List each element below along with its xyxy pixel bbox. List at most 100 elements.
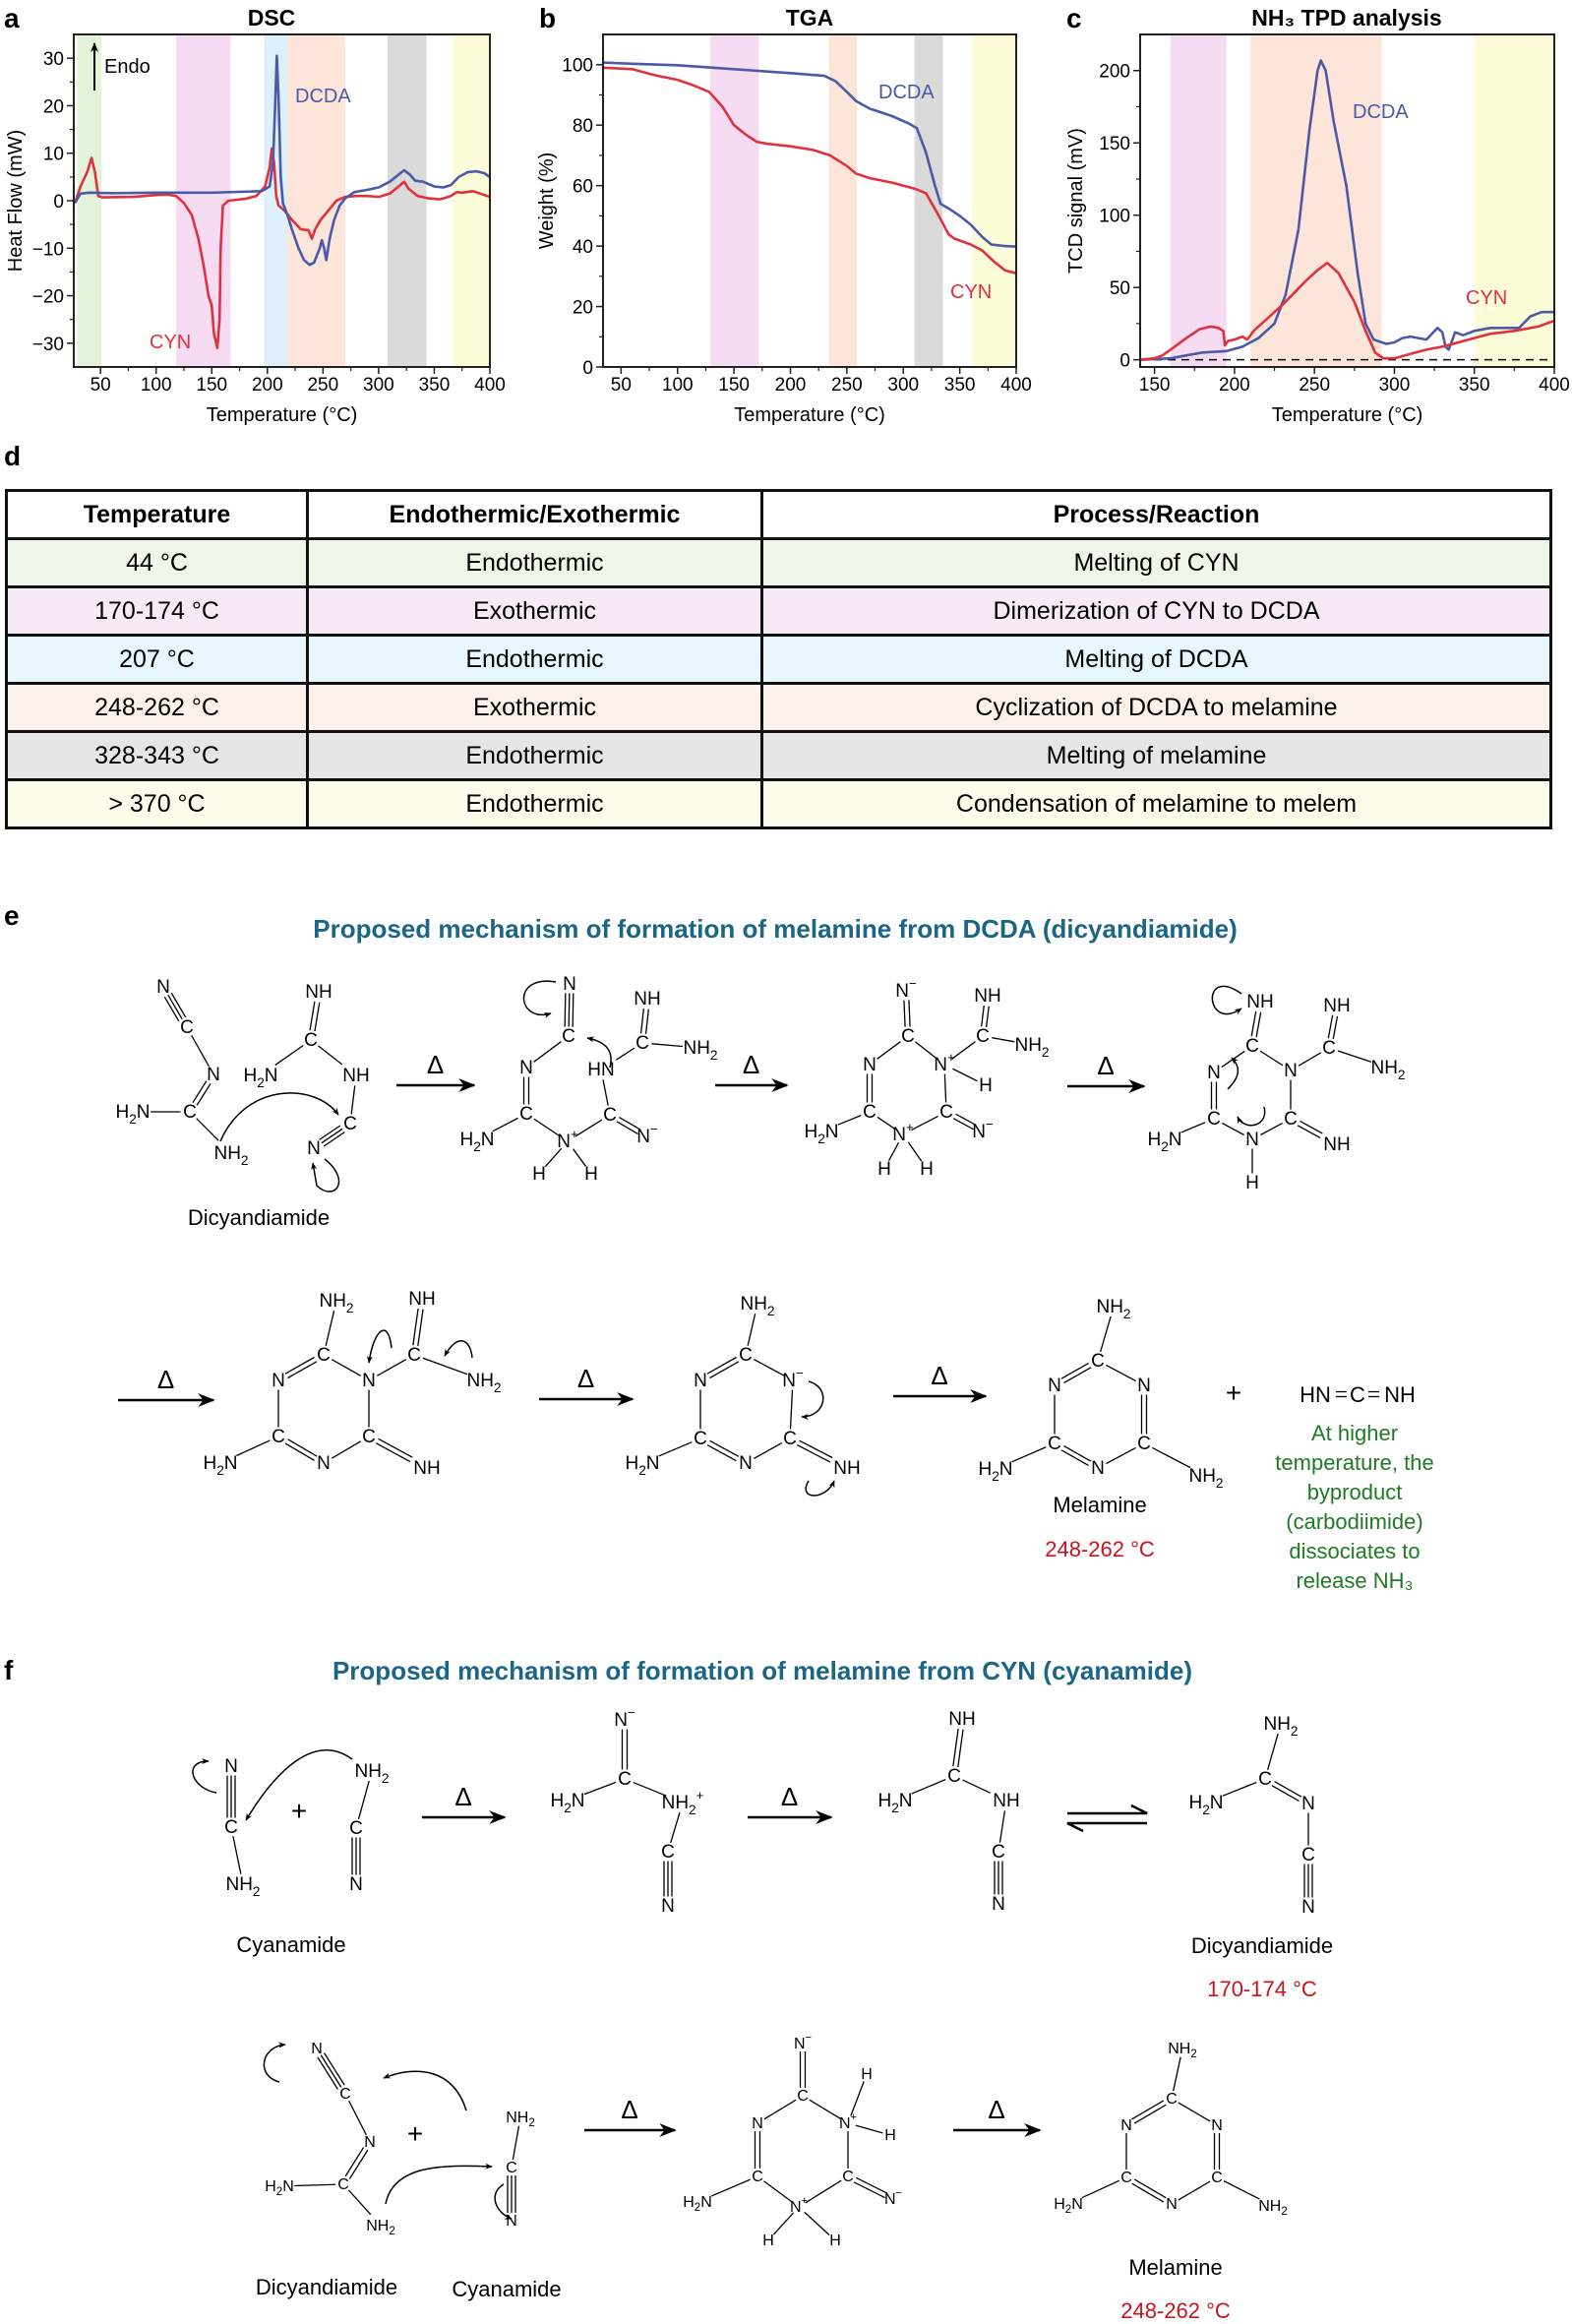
- electron-arrow-icon: [1237, 1106, 1266, 1127]
- bond: [544, 1147, 563, 1168]
- bond: [350, 1085, 356, 1115]
- y-tick-label: 200: [1099, 62, 1130, 83]
- bond: [331, 1359, 362, 1376]
- atom-label: C: [519, 1104, 533, 1125]
- panel-label-e: e: [4, 900, 20, 931]
- mechanism-f-title: Proposed mechanism of formation of melam…: [333, 1656, 1192, 1685]
- highlight-band: [1474, 34, 1554, 367]
- atom-label: NH: [1323, 996, 1350, 1016]
- bond: [422, 1357, 468, 1376]
- atom-label: N+: [790, 2195, 808, 2216]
- x-tick-label: 400: [1539, 375, 1570, 396]
- bond: [287, 1438, 318, 1457]
- note-line: At higher: [1311, 1421, 1398, 1445]
- x-tick-label: 350: [1459, 375, 1490, 396]
- mechanisms: e Proposed mechanism of formation of mel…: [4, 900, 1434, 2323]
- atom-label: C: [797, 2088, 809, 2105]
- bond: [952, 1068, 978, 1082]
- atom-label: C: [603, 1105, 617, 1126]
- bond: [1106, 1364, 1136, 1382]
- atom-label: H2N: [1147, 1130, 1181, 1155]
- bond: [309, 1001, 316, 1031]
- cell-temperature: > 370 °C: [5, 778, 309, 829]
- bond: [512, 2125, 520, 2161]
- atom-label: C: [349, 1818, 363, 1839]
- bond: [573, 1148, 586, 1167]
- atom-label: C: [317, 1345, 331, 1366]
- atom-label: N−: [884, 2187, 902, 2208]
- x-tick-label: 50: [91, 375, 111, 396]
- dicyandiamide-label-2: Dicyandiamide: [256, 2275, 397, 2299]
- bond: [376, 1359, 407, 1376]
- highlight-band: [453, 34, 490, 367]
- atom-label: NH2: [740, 1294, 774, 1319]
- cell-endo-exo: Endothermic: [306, 730, 763, 781]
- plus-sign: +: [407, 2118, 423, 2149]
- atom-label: C: [939, 1102, 953, 1123]
- bond: [1081, 2179, 1119, 2199]
- bond: [855, 2176, 888, 2194]
- atom-label: N−: [636, 1122, 658, 1147]
- atom-label: N: [1301, 1794, 1315, 1814]
- atom-label: N: [156, 977, 170, 998]
- electron-arrow-icon: [383, 2070, 467, 2111]
- atom-label: H: [584, 1164, 598, 1185]
- bond: [887, 1142, 900, 1161]
- x-tick-label: 150: [196, 375, 227, 396]
- x-tick-label: 100: [662, 375, 694, 396]
- highlight-band: [77, 34, 102, 367]
- atom-label: C: [304, 1030, 318, 1051]
- bond: [320, 2054, 342, 2088]
- atom-label: NH: [1384, 1382, 1416, 1407]
- cell-endo-exo: Exothermic: [306, 682, 763, 733]
- atom-label: N: [992, 1894, 1005, 1915]
- bond: [955, 1113, 977, 1126]
- bond: [492, 1117, 518, 1132]
- atom-label: N: [307, 1138, 321, 1159]
- bond: [1259, 1050, 1284, 1067]
- atom-label: N: [661, 1896, 675, 1917]
- y-tick-label: 100: [562, 56, 593, 77]
- bond: [412, 1308, 419, 1346]
- bond: [855, 2124, 883, 2134]
- electron-arrow-icon: [219, 1092, 339, 1142]
- series-line-dcda: [602, 61, 1017, 248]
- bond: [804, 2211, 830, 2236]
- dicyandiamide-label: Dicyandiamide: [1191, 1933, 1333, 1958]
- note-line: release NH₃: [1296, 1568, 1413, 1593]
- bond: [709, 1361, 740, 1379]
- series-label-dcda: DCDA: [878, 82, 935, 103]
- atom-label: C: [901, 1026, 915, 1047]
- bond: [323, 1131, 345, 1147]
- y-tick-label: 40: [573, 237, 593, 258]
- atom-label: NH2: [1258, 2198, 1288, 2219]
- atom-label: C: [1211, 2170, 1223, 2186]
- atom-label: N: [1166, 2196, 1178, 2213]
- atom-label: H2N: [804, 1122, 838, 1147]
- electron-arrow-icon: [522, 980, 557, 1018]
- bond: [985, 1006, 990, 1027]
- bond: [763, 2180, 793, 2203]
- bond: [763, 2099, 797, 2120]
- bond: [274, 1044, 304, 1067]
- bond: [196, 1083, 212, 1106]
- atom-label: N: [1137, 1376, 1151, 1396]
- y-tick-label: 0: [582, 358, 593, 379]
- series-label-cyn: CYN: [150, 332, 191, 353]
- bond: [375, 1442, 411, 1463]
- y-tick-label: 30: [43, 49, 64, 70]
- atom-label: NH2: [213, 1143, 248, 1169]
- bond: [911, 1779, 946, 1795]
- highlight-band: [914, 34, 943, 367]
- y-tick-label: 20: [43, 96, 64, 117]
- cell-process: Melting of CYN: [760, 537, 1552, 588]
- atom-label: N+: [839, 2111, 857, 2132]
